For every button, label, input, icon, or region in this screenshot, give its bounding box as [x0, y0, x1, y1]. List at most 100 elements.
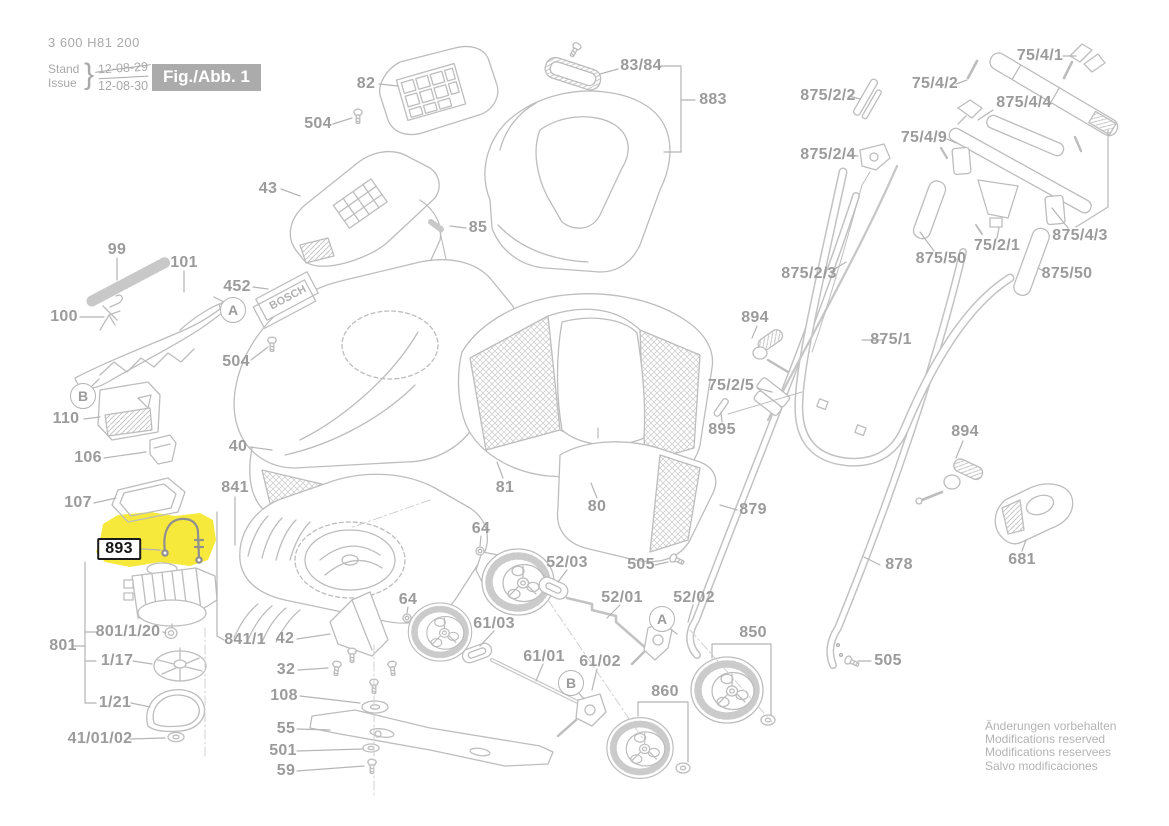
- chassis-43-drawing: [289, 151, 442, 267]
- revision-dates: 12-08-29 12-08-30: [97, 58, 149, 95]
- part-label-878: 878: [885, 556, 913, 573]
- clamp-75-2-5-drawing: [753, 377, 791, 416]
- part-label-841: 841: [221, 479, 249, 496]
- lever-875-4-4-drawing: [957, 99, 1083, 157]
- washer-108-drawing: [361, 700, 389, 714]
- part-label-883: 883: [699, 91, 727, 108]
- revision-date-new: 12-08-30: [98, 79, 149, 93]
- part-label-41-01-02: 41/01/02: [67, 730, 133, 747]
- impeller-1-17-drawing: [153, 647, 207, 682]
- grip-83-84-drawing: [544, 56, 626, 176]
- part-label-107: 107: [64, 494, 92, 511]
- louver-fins-drawing: [233, 515, 311, 643]
- legal-notice: Änderungen vorbehalten Modifications res…: [985, 719, 1117, 773]
- rear-cover-883-drawing: [484, 90, 671, 273]
- pins-875-2-2-drawing: [852, 78, 882, 120]
- part-label-85: 85: [468, 219, 488, 236]
- revision-date-old: 12-08-29: [97, 58, 149, 80]
- part-label-875-4-4: 875/4/4: [996, 94, 1052, 111]
- pin-75-4-9-drawing: [939, 146, 949, 160]
- part-label-108: 108: [270, 687, 298, 704]
- hub-cap-850-drawing: [760, 714, 776, 726]
- part-label-894: 894: [951, 423, 979, 440]
- part-label-801: 801: [49, 637, 77, 654]
- lever-101-drawing: [74, 301, 233, 389]
- view-marker-B: B: [70, 383, 96, 409]
- tube-875-50-left-drawing: [912, 180, 947, 240]
- stand-issue-labels: Stand Issue: [48, 62, 79, 90]
- part-label-850: 850: [739, 624, 767, 641]
- washer-501-drawing: [362, 743, 380, 753]
- part-label-875-2-3: 875/2/3: [781, 265, 837, 282]
- tray-107-drawing: [111, 477, 186, 523]
- wing-bolt-894-right-drawing: [915, 458, 984, 505]
- hub-cap-860-drawing: [675, 762, 691, 774]
- part-label-75-2-1: 75/2/1: [973, 237, 1021, 254]
- cable-893-drawing: [161, 517, 205, 564]
- motor-801-drawing: [123, 562, 218, 631]
- part-label-75-2-5: 75/2/5: [707, 377, 755, 394]
- mulch-wedge-42-drawing: [329, 591, 389, 657]
- part-label-1-17: 1/17: [100, 652, 134, 669]
- part-label-841-1: 841/1: [224, 631, 266, 648]
- legal-line-de: Änderungen vorbehalten: [985, 719, 1117, 733]
- part-label-110: 110: [52, 410, 80, 427]
- part-label-875-2-2: 875/2/2: [800, 87, 856, 104]
- wheel-mid-left-drawing: [408, 603, 471, 661]
- part-label-83-84: 83/84: [620, 57, 662, 74]
- switch-housing-110-drawing: [97, 381, 161, 441]
- bracket-106-drawing: [149, 434, 177, 465]
- part-label-504: 504: [304, 115, 332, 132]
- blade-55-drawing: [309, 709, 554, 767]
- part-label-75-4-9: 75/4/9: [900, 129, 948, 146]
- grip-681-drawing: [994, 483, 1074, 545]
- part-label-61-01: 61/01: [523, 648, 565, 665]
- leader-lines: [73, 55, 1077, 772]
- part-label-59: 59: [276, 762, 296, 779]
- wheel-850-drawing: [691, 657, 763, 723]
- part-label-860: 860: [651, 683, 679, 700]
- clamp-875-2-4-drawing: [811, 143, 891, 353]
- part-label-55: 55: [276, 720, 296, 737]
- product-code: 3 600 H81 200: [48, 35, 140, 50]
- legal-line-es: Salvo modificaciones: [985, 758, 1098, 773]
- view-marker-A: A: [220, 297, 246, 323]
- part-label-894: 894: [741, 309, 769, 326]
- pin-895-drawing: [713, 391, 803, 417]
- part-label-875-4-3: 875/4/3: [1052, 227, 1108, 244]
- grassbox-80-drawing: [556, 427, 717, 563]
- legal-line-fr: Modifications reservees: [985, 745, 1112, 760]
- bearing-801-1-20-drawing: [164, 626, 178, 640]
- part-label-61-02: 61/02: [579, 653, 621, 670]
- part-label-64: 64: [471, 520, 491, 537]
- handlebar-879-drawing: [686, 192, 860, 659]
- part-label-32: 32: [276, 661, 296, 678]
- part-label-40: 40: [228, 438, 248, 455]
- cover-82-drawing: [379, 45, 499, 136]
- stand-label: Stand: [48, 62, 80, 76]
- lever-61-02-drawing: [556, 693, 607, 738]
- part-label-75-4-1: 75/4/1: [1016, 47, 1064, 64]
- funnel-75-2-1-drawing: [975, 179, 1019, 235]
- part-label-504: 504: [222, 353, 250, 370]
- part-label-52-03: 52/03: [546, 554, 588, 571]
- part-label-64: 64: [398, 591, 418, 608]
- part-label-100: 100: [50, 308, 78, 325]
- wing-bolt-894-left-drawing: [752, 329, 790, 374]
- part-label-801-1-20: 801/1/20: [95, 623, 161, 640]
- pin-75-4-2-drawing: [966, 59, 979, 80]
- bracket-75-4-1-drawing: [1062, 43, 1106, 80]
- part-label-895: 895: [708, 421, 736, 438]
- part-label-101: 101: [170, 254, 198, 271]
- tube-875-50-right-drawing: [1013, 227, 1050, 297]
- part-label-1-21: 1/21: [98, 694, 132, 711]
- part-label-42: 42: [275, 630, 295, 647]
- lever-bar-75-4-1-drawing: [989, 52, 1119, 137]
- part-label-106: 106: [74, 449, 102, 466]
- part-label-501: 501: [269, 742, 297, 759]
- part-label-875-50: 875/50: [1041, 265, 1093, 282]
- part-label-82: 82: [356, 75, 376, 92]
- part-label-875-50: 875/50: [915, 250, 967, 267]
